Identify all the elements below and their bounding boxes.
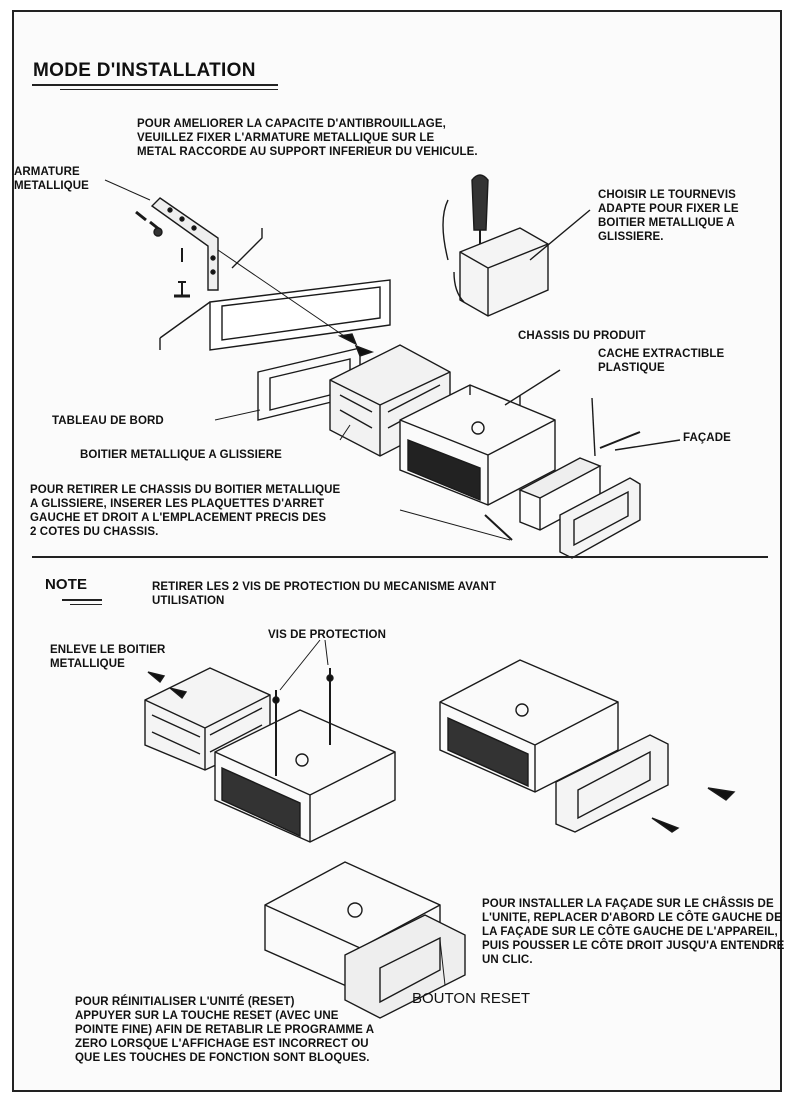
- note-underline: [62, 599, 102, 601]
- install-intro-text: POUR AMELIORER LA CAPACITE D'ANTIBROUILL…: [137, 118, 478, 158]
- armature-bracket-drawing: [135, 197, 219, 298]
- enleve-label: ENLEVE LE BOITIER METALLIQUE: [50, 644, 166, 670]
- note-underline-2: [70, 604, 102, 605]
- chassis-label: CHASSIS DU PRODUIT: [518, 330, 646, 342]
- boitier-label: BOITIER METALLIQUE A GLISSIERE: [80, 449, 282, 461]
- facade-label: FAÇADE: [683, 432, 731, 444]
- screwdriver-drawing: [442, 174, 591, 317]
- vis-label: VIS DE PROTECTION: [268, 629, 386, 641]
- unit-with-screws-drawing: [214, 639, 396, 843]
- section-separator: [32, 556, 768, 558]
- extractible-cache-drawing: [518, 397, 602, 531]
- title-underline: [32, 84, 278, 86]
- note-text: RETIRER LES 2 VIS DE PROTECTION DU MECAN…: [152, 581, 497, 607]
- title-underline-2: [60, 89, 278, 90]
- note-heading: NOTE: [45, 576, 88, 593]
- reset-button-label: BOUTON RESET: [412, 990, 531, 1007]
- armature-label: ARMATURE METALLIQUE: [14, 166, 89, 192]
- tableau-label: TABLEAU DE BORD: [52, 415, 164, 427]
- retirer-text: POUR RETIRER LE CHASSIS DU BOITIER METAL…: [30, 484, 341, 538]
- cache-label: CACHE EXTRACTIBLE PLASTIQUE: [598, 348, 725, 374]
- install-facade-text: POUR INSTALLER LA FAÇADE SUR LE CHÂSSIS …: [482, 898, 785, 966]
- facade-drawing: [559, 431, 681, 559]
- reset-text: POUR RÉINITIALISER L'UNITÉ (RESET) APPUY…: [75, 996, 375, 1064]
- screwdriver-label: CHOISIR LE TOURNEVIS ADAPTE POUR FIXER L…: [598, 189, 739, 243]
- product-chassis-drawing: [399, 369, 561, 506]
- reset-unit-drawing: [264, 861, 466, 1019]
- page-title: MODE D'INSTALLATION: [33, 60, 256, 81]
- unit-facade-install-drawing: [439, 659, 736, 833]
